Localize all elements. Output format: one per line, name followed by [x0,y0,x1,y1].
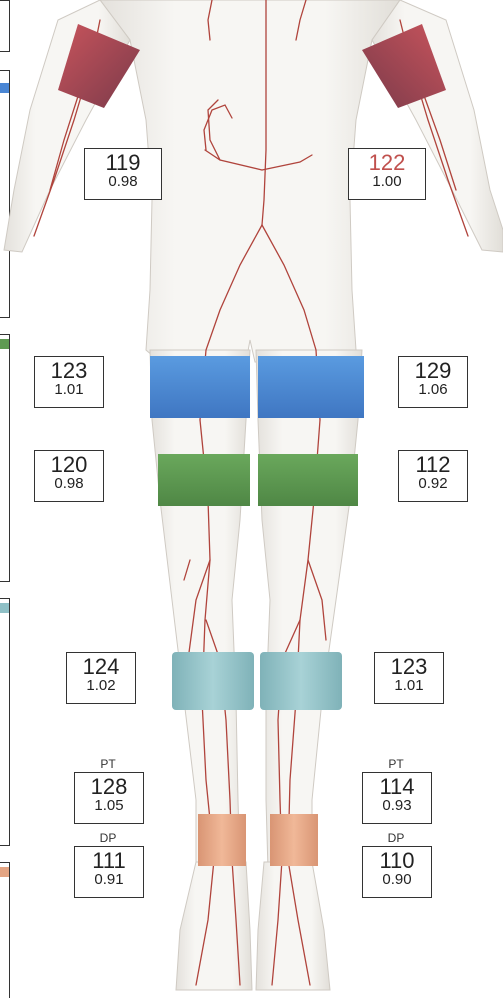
left-dp-label: DP [376,832,416,844]
left-brachial-box: 122 1.00 [348,148,426,200]
left-dp-box: 110 0.90 [362,846,432,898]
right-high-thigh-pressure: 123 [35,360,103,382]
right-pt-pressure: 128 [75,776,143,798]
left-high-thigh-pressure: 129 [399,360,467,382]
high-thigh-cuff-left [150,356,250,418]
left-pt-label: PT [376,758,416,770]
left-pt-box: 114 0.93 [362,772,432,824]
low-thigh-cuff-left [158,454,250,506]
right-dp-pressure: 111 [75,850,143,872]
right-pt-ratio: 1.05 [75,798,143,814]
right-dp-label: DP [88,832,128,844]
right-high-thigh-box: 123 1.01 [34,356,104,408]
right-pt-label: PT [88,758,128,770]
left-low-thigh-box: 112 0.92 [398,450,468,502]
right-dp-box: 111 0.91 [74,846,144,898]
left-high-thigh-ratio: 1.06 [399,382,467,398]
right-calf-ratio: 1.02 [67,678,135,694]
right-brachial-ratio: 0.98 [85,174,161,190]
right-low-thigh-ratio: 0.98 [35,476,103,492]
left-brachial-pressure: 122 [349,152,425,174]
left-brachial-ratio: 1.00 [349,174,425,190]
ankle-cuff-right [270,814,318,866]
left-low-thigh-ratio: 0.92 [399,476,467,492]
low-thigh-cuff-right [258,454,358,506]
high-thigh-cuff-right [258,356,364,418]
left-dp-ratio: 0.90 [363,872,431,888]
right-brachial-box: 119 0.98 [84,148,162,200]
left-dp-pressure: 110 [363,850,431,872]
right-dp-ratio: 0.91 [75,872,143,888]
right-brachial-pressure: 119 [85,152,161,174]
left-pt-ratio: 0.93 [363,798,431,814]
right-calf-box: 124 1.02 [66,652,136,704]
right-low-thigh-pressure: 120 [35,454,103,476]
right-pt-box: 128 1.05 [74,772,144,824]
left-calf-pressure: 123 [375,656,443,678]
left-high-thigh-box: 129 1.06 [398,356,468,408]
right-high-thigh-ratio: 1.01 [35,382,103,398]
left-calf-box: 123 1.01 [374,652,444,704]
right-calf-pressure: 124 [67,656,135,678]
left-pt-pressure: 114 [363,776,431,798]
calf-cuff-right [260,652,342,710]
left-calf-ratio: 1.01 [375,678,443,694]
calf-cuff-left [172,652,254,710]
right-low-thigh-box: 120 0.98 [34,450,104,502]
left-low-thigh-pressure: 112 [399,454,467,476]
ankle-cuff-left [198,814,246,866]
